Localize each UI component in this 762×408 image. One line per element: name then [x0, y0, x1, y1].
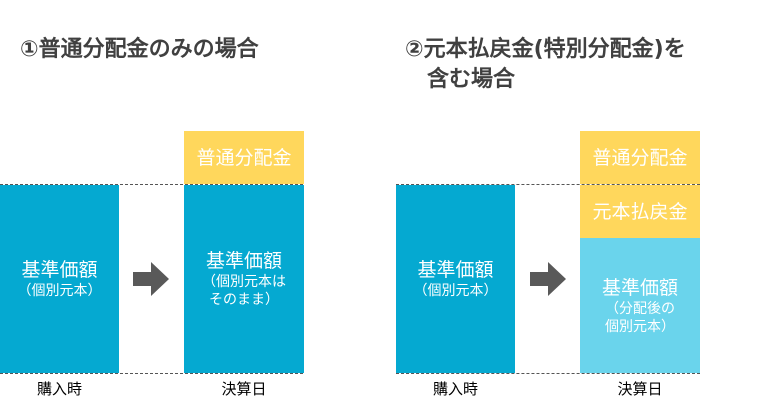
left-label-settlement: 決算日 — [221, 380, 267, 398]
right-dividend-block: 普通分配金 — [580, 131, 700, 184]
right-return-block: 元本払戻金 — [580, 185, 700, 238]
block-subtitle: （個別元本） — [413, 283, 498, 299]
block-note-line1: （分配後の — [605, 300, 675, 317]
right-after-block: 基準価額 （分配後の 個別元本） — [580, 238, 700, 373]
block-title: 基準価額 — [205, 250, 282, 272]
block-subtitle: （個別元本） — [17, 283, 102, 299]
block-note-line2: 個別元本） — [605, 318, 675, 335]
right-arrow-icon — [530, 262, 566, 296]
right-title-line2: 含む場合 — [427, 67, 516, 92]
block-title: 基準価額 — [417, 259, 494, 281]
bottom-dash-line-right — [396, 373, 700, 374]
right-label-purchase: 購入時 — [432, 380, 478, 398]
capital-return-label: 元本払戻金 — [592, 200, 688, 223]
block-title: 基準価額 — [601, 276, 678, 299]
block-note-line1: （個別元本は — [202, 274, 286, 290]
left-title: ①普通分配金のみの場合 — [20, 37, 259, 62]
dividend-label: 普通分配金 — [196, 146, 292, 169]
top-dash-line-right — [396, 184, 700, 185]
dividend-label: 普通分配金 — [592, 146, 688, 169]
left-after-block: 基準価額 （個別元本は そのまま） — [184, 185, 304, 373]
right-label-settlement: 決算日 — [617, 380, 663, 398]
block-note-line2: そのまま） — [209, 292, 279, 308]
left-label-purchase: 購入時 — [36, 380, 82, 398]
left-before-block: 基準価額 （個別元本） — [0, 185, 119, 373]
right-title-line1: ②元本払戻金(特別分配金)を — [405, 37, 686, 62]
left-dividend-block: 普通分配金 — [184, 131, 304, 184]
bottom-dash-line-left — [0, 373, 303, 374]
right-before-block: 基準価額 （個別元本） — [396, 185, 515, 373]
block-title: 基準価額 — [21, 259, 98, 281]
right-arrow-icon — [133, 262, 169, 296]
top-dash-line-left — [0, 184, 303, 185]
